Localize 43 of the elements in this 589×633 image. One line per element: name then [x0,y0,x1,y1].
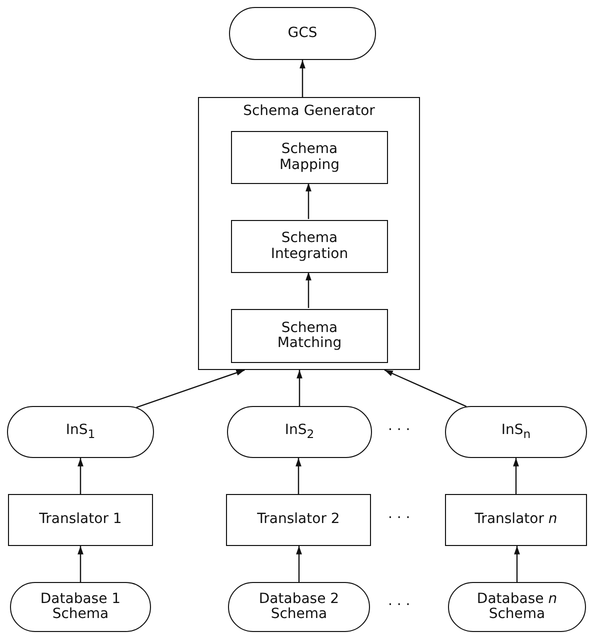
terminal-pill [228,582,370,632]
ellipsis: · · · [388,510,410,526]
node-label: Database n Schema [476,592,558,622]
node-label: Schema Integration [270,231,350,262]
arrow [296,458,302,494]
node-label: InS$_{n}$ [501,423,531,441]
terminal-pill [227,406,372,458]
terminal-pill [448,582,586,632]
node-label: Translator n [474,512,558,528]
process-box [445,494,587,546]
arrow [514,546,520,582]
arrow [384,369,467,407]
terminal-pill [229,7,376,60]
process-box [226,494,371,546]
process-box [231,131,388,184]
process-box [231,220,388,273]
process-box [8,494,153,546]
node-label: Schema Matching [276,320,343,352]
node-label: InS$_{1}$ [66,423,96,441]
node-label: Translator 1 [39,512,122,528]
node-label: Database 2 Schema [258,592,340,622]
group-title: Schema Generator [242,104,376,120]
terminal-pill [445,406,587,458]
node-label: Schema Mapping [278,142,341,173]
terminal-pill [7,406,154,458]
node-label: Translator 2 [257,512,340,528]
arrow [513,458,519,494]
ellipsis: · · · [388,597,410,613]
arrow [136,369,245,408]
arrow [78,546,84,582]
node-label: Database 1 Schema [39,592,122,622]
ellipsis: · · · [388,422,410,438]
arrow [306,183,312,219]
node-label: GCS [288,26,318,42]
node-label: InS$_{2}$ [284,423,314,441]
arrow [296,546,302,582]
arrow [78,458,84,494]
process-box [231,309,388,363]
terminal-pill [10,582,151,632]
arrow [306,272,312,308]
arrow [300,60,306,97]
group-box [198,97,420,370]
arrow [296,370,302,406]
